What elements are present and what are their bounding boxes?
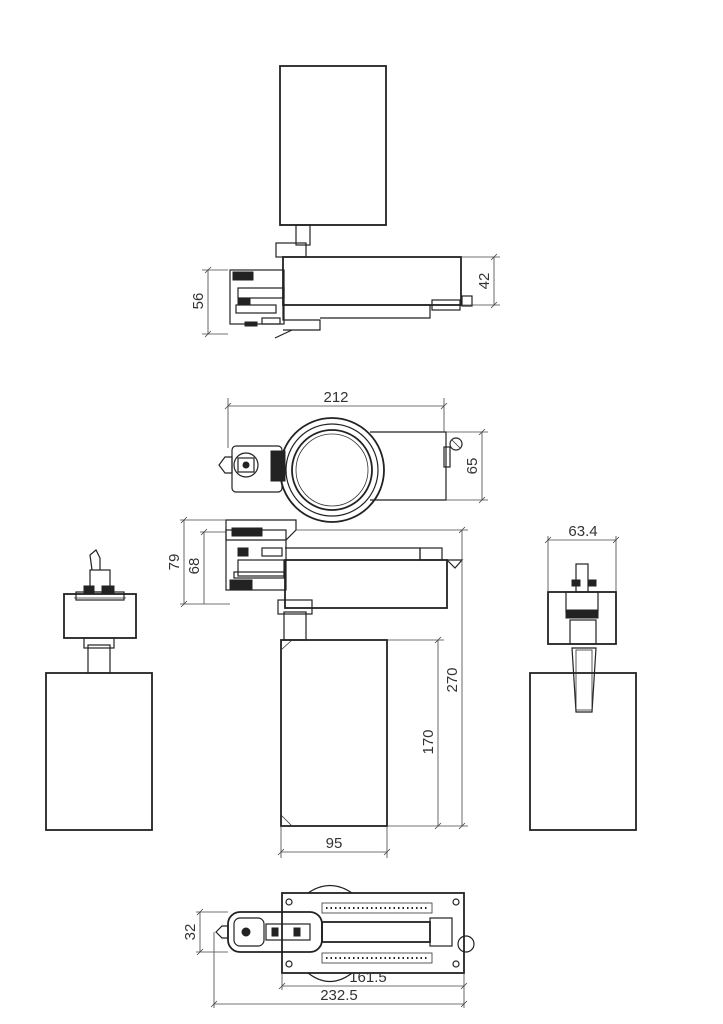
dim-68: 68 [186,558,203,575]
dim-63-4: 63.4 [568,523,597,540]
dim-232-5: 232.5 [320,987,358,1004]
dim-56: 56 [190,293,207,310]
bottom-view: 32 161.5 232.5 [182,884,475,1008]
dim-270: 270 [444,667,461,692]
right-cylinder [529,672,637,831]
dim-42: 42 [476,273,493,290]
dim-79: 79 [166,554,183,571]
top-view-head: 212 65 [218,389,488,523]
bottom-housing [281,892,465,974]
left-cylinder [45,672,153,831]
dim-170: 170 [420,729,437,754]
front-view: 79 68 270 170 95 [166,516,468,858]
bottom-view-perforations [326,907,428,959]
front-cylinder [280,639,388,827]
dim-95: 95 [326,835,343,852]
dim-32: 32 [182,924,199,941]
dim-65: 65 [464,458,481,475]
side-view-top: 56 42 [190,65,500,339]
dim-161-5: 161.5 [349,969,387,986]
right-view: 63.4 [529,523,637,831]
cylinder-body [279,65,387,226]
adapter-housing [282,256,462,306]
left-view [45,549,153,831]
dim-212: 212 [323,389,348,406]
